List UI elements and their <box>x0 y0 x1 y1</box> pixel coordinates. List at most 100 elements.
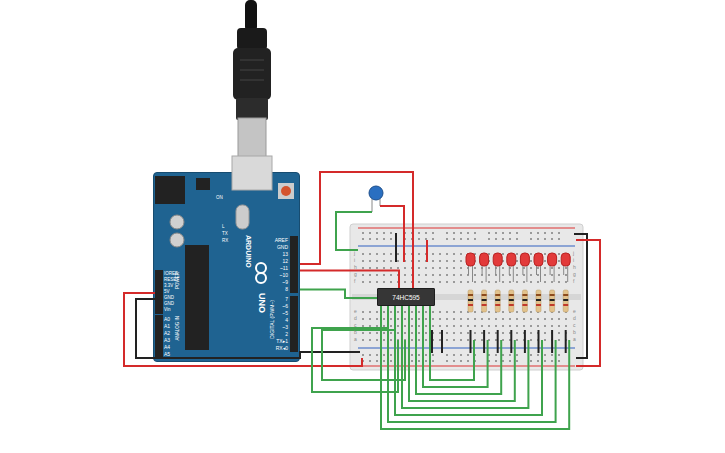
breadboard-hole <box>404 318 406 320</box>
ceramic-capacitor <box>369 186 383 200</box>
breadboard-hole <box>544 325 546 327</box>
led-leg <box>540 266 541 282</box>
breadboard-hole <box>509 360 511 362</box>
breadboard-hole <box>467 325 469 327</box>
resistor-band <box>468 304 473 306</box>
wire <box>409 306 515 401</box>
breadboard-hole <box>376 318 378 320</box>
breadboard-hole <box>418 267 420 269</box>
led <box>561 253 570 266</box>
breadboard-hole <box>432 281 434 283</box>
resistor-band <box>563 294 568 296</box>
breadboard-hole <box>390 311 392 313</box>
breadboard-hole <box>530 281 532 283</box>
pin-label: A2 <box>164 331 170 336</box>
wire <box>388 306 556 422</box>
header-title: ANALOG IN <box>176 316 181 341</box>
breadboard-hole <box>390 339 392 341</box>
breadboard-hole <box>369 253 371 255</box>
resistor-band <box>509 304 514 306</box>
led <box>480 253 489 266</box>
pin-label: GND <box>277 245 288 250</box>
pin-label: 7 <box>285 297 288 302</box>
breadboard-hole <box>446 354 448 356</box>
breadboard-hole <box>369 332 371 334</box>
breadboard-hole <box>537 238 539 240</box>
breadboard-hole <box>383 311 385 313</box>
breadboard-hole <box>404 332 406 334</box>
usb-cable <box>245 0 257 32</box>
breadboard-hole <box>362 281 364 283</box>
breadboard-hole <box>509 281 511 283</box>
shift-register-chip: 74HC595 <box>377 288 435 306</box>
breadboard-hole <box>390 325 392 327</box>
breadboard-hole <box>418 274 420 276</box>
led-leg <box>495 266 496 275</box>
breadboard-hole <box>551 318 553 320</box>
wire-connector <box>300 290 377 299</box>
wire <box>431 330 433 353</box>
breadboard-hole <box>425 232 427 234</box>
breadboard-hole <box>530 311 532 313</box>
breadboard-hole <box>362 339 364 341</box>
breadboard-hole <box>404 281 406 283</box>
breadboard-hole <box>453 274 455 276</box>
breadboard-hole <box>551 360 553 362</box>
breadboard-hole <box>376 325 378 327</box>
breadboard-hole <box>369 325 371 327</box>
resistor-band <box>522 299 527 301</box>
led <box>507 253 516 266</box>
breadboard-hole <box>460 332 462 334</box>
capacitor-leg <box>380 199 381 206</box>
resistor <box>563 290 568 312</box>
breadboard-hole <box>439 339 441 341</box>
breadboard-hole <box>425 325 427 327</box>
breadboard-hole <box>390 267 392 269</box>
resistor-band <box>482 299 487 301</box>
breadboard-hole <box>432 311 434 313</box>
breadboard-hole <box>446 232 448 234</box>
breadboard-hole <box>544 253 546 255</box>
row-letter: j <box>354 251 355 256</box>
usb-grip <box>240 69 264 71</box>
breadboard-hole <box>376 274 378 276</box>
breadboard-hole <box>446 360 448 362</box>
breadboard-hole <box>495 238 497 240</box>
breadboard-hole <box>439 311 441 313</box>
led-leg <box>499 266 500 282</box>
breadboard-hole <box>509 232 511 234</box>
breadboard-hole <box>502 281 504 283</box>
breadboard-hole <box>390 318 392 320</box>
breadboard-hole <box>383 339 385 341</box>
breadboard-hole <box>453 260 455 262</box>
breadboard-hole <box>383 238 385 240</box>
breadboard-hole <box>530 325 532 327</box>
breadboard-hole <box>516 339 518 341</box>
breadboard-hole <box>362 354 364 356</box>
pin-label: A3 <box>164 338 170 343</box>
breadboard-hole <box>516 232 518 234</box>
breadboard-hole <box>488 274 490 276</box>
breadboard-hole <box>495 360 497 362</box>
breadboard-hole <box>376 238 378 240</box>
breadboard-hole <box>551 281 553 283</box>
breadboard-hole <box>481 318 483 320</box>
chip-label: 74HC595 <box>392 294 419 301</box>
wire <box>574 234 587 358</box>
breadboard-hole <box>502 318 504 320</box>
breadboard-hole <box>362 332 364 334</box>
breadboard-hole <box>488 238 490 240</box>
led-leg <box>536 266 537 275</box>
breadboard-hole <box>460 339 462 341</box>
breadboard-hole <box>418 360 420 362</box>
breadboard-hole <box>453 253 455 255</box>
wire <box>312 328 398 392</box>
breadboard-hole <box>418 311 420 313</box>
breadboard-hole <box>404 325 406 327</box>
pin-label: 12 <box>282 259 288 264</box>
breadboard-hole <box>516 318 518 320</box>
breadboard-hole <box>460 281 462 283</box>
pin-label: ~11 <box>280 266 288 271</box>
